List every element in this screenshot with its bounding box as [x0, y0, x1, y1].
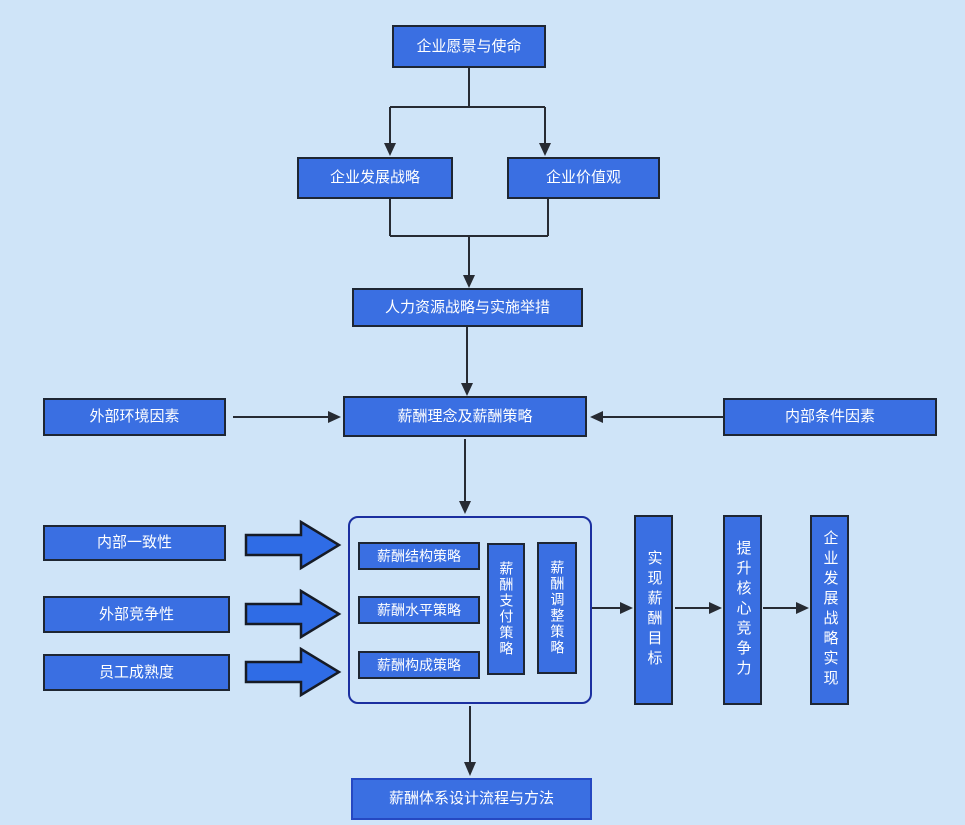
node-vision: 企业愿景与使命: [392, 25, 546, 68]
node-internal-cond: 内部条件因素: [723, 398, 937, 436]
node-composition-strategy: 薪酬构成策略: [358, 651, 480, 679]
edge-merge-to-hr: [389, 199, 549, 276]
block-arrow-internal-consistency: [244, 519, 342, 571]
arrowhead-to-goal: [620, 602, 633, 614]
edge-vision-split: [389, 68, 546, 144]
arrowhead-to-values: [539, 143, 551, 156]
node-pay-philosophy: 薪酬理念及薪酬策略: [343, 396, 587, 437]
node-strategy-realization: 企业发展战略实现: [810, 515, 849, 705]
strategy-group-box: [348, 516, 592, 704]
node-internal-consistency: 内部一致性: [43, 525, 226, 561]
arrowhead-to-core: [709, 602, 722, 614]
node-payment-strategy: 薪酬支付策略: [487, 543, 525, 675]
node-dev-strategy: 企业发展战略: [297, 157, 453, 199]
node-employee-maturity: 员工成熟度: [43, 654, 230, 691]
arrowhead-to-hr-strategy: [463, 275, 475, 288]
arrowhead-internal-cond: [590, 411, 603, 423]
arrowhead-external-env: [328, 411, 341, 423]
node-level-strategy: 薪酬水平策略: [358, 596, 480, 624]
node-design-process: 薪酬体系设计流程与方法: [351, 778, 592, 820]
arrowhead-to-group: [459, 501, 471, 514]
node-external-env: 外部环境因素: [43, 398, 226, 436]
node-external-competitiveness: 外部竞争性: [43, 596, 230, 633]
arrowhead-to-dev-strategy: [384, 143, 396, 156]
arrowhead-to-process: [464, 762, 476, 776]
arrowhead-to-philosophy: [461, 383, 473, 396]
node-hr-strategy: 人力资源战略与实施举措: [352, 288, 583, 327]
block-arrow-employee-maturity: [244, 646, 342, 698]
block-arrow-external-competitiveness: [244, 588, 342, 640]
node-realize-goal: 实现薪酬目标: [634, 515, 673, 705]
node-core-competitiveness: 提升核心竞争力: [723, 515, 762, 705]
node-values: 企业价值观: [507, 157, 660, 199]
node-adjustment-strategy: 薪酬调整策略: [537, 542, 577, 674]
node-structure-strategy: 薪酬结构策略: [358, 542, 480, 570]
arrowhead-to-realization: [796, 602, 809, 614]
